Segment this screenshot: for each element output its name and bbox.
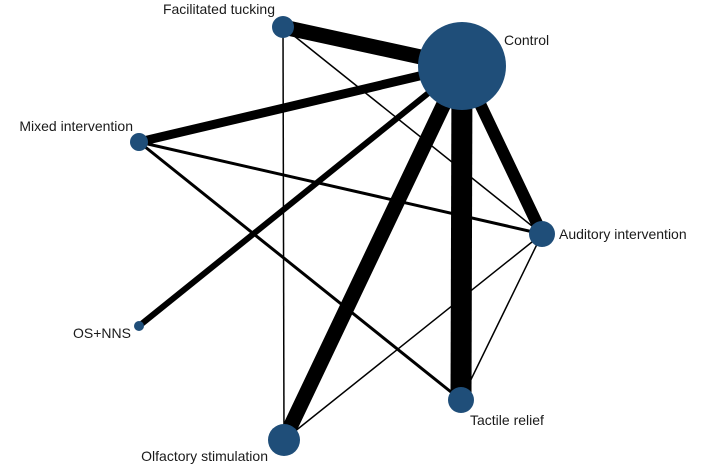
- edge-control-to-os-nns: [137, 63, 464, 329]
- node-auditory-intervention: [529, 221, 555, 247]
- node-label-tactile-relief: Tactile relief: [470, 412, 544, 428]
- edge-control-to-tactile-relief: [450, 65, 473, 401]
- node-control: [418, 22, 506, 110]
- node-label-facilitated-tucking: Facilitated tucking: [163, 1, 275, 17]
- node-label-mixed-intervention: Mixed intervention: [19, 118, 133, 134]
- nodes-layer: [130, 16, 555, 456]
- node-mixed-intervention: [130, 133, 148, 151]
- node-label-control: Control: [504, 32, 549, 48]
- edge-olfactory-stimulation-to-auditory-intervention: [283, 233, 543, 441]
- edge-mixed-intervention-to-tactile-relief: [138, 140, 462, 402]
- edge-mixed-intervention-to-auditory-intervention: [138, 140, 543, 236]
- edge-facilitated-tucking-to-auditory-intervention: [282, 26, 543, 235]
- edge-facilitated-tucking-to-olfactory-stimulation: [282, 26, 285, 441]
- edge-tactile-relief-to-auditory-intervention: [460, 233, 543, 401]
- edge-control-to-olfactory-stimulation: [277, 62, 469, 444]
- node-label-auditory-intervention: Auditory intervention: [559, 226, 687, 242]
- node-tactile-relief: [448, 387, 474, 413]
- node-label-os-nns: OS+NNS: [73, 325, 131, 341]
- node-label-olfactory-stimulation: Olfactory stimulation: [141, 448, 268, 464]
- node-olfactory-stimulation: [268, 424, 300, 456]
- node-facilitated-tucking: [272, 16, 294, 38]
- edge-control-to-mixed-intervention: [137, 61, 464, 147]
- node-os-nns: [134, 321, 144, 331]
